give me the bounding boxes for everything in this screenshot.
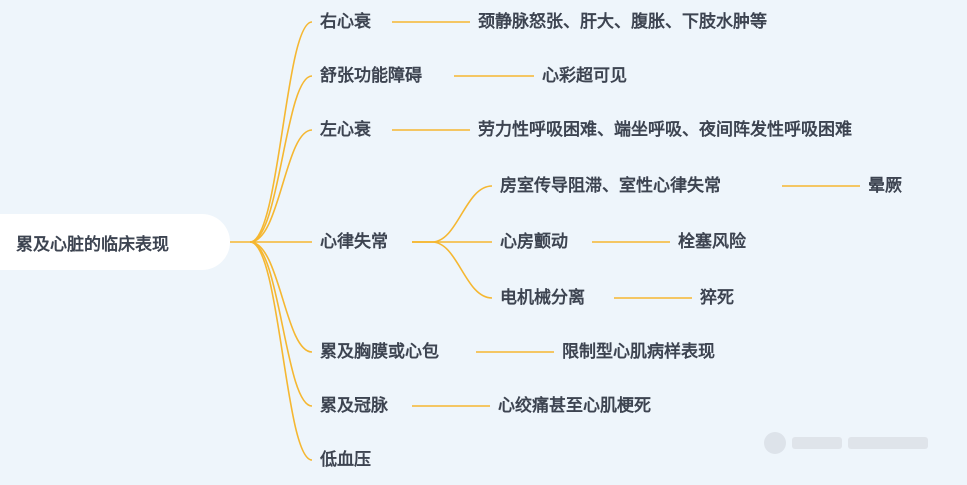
root-label: 累及心脏的临床表现 <box>16 234 169 255</box>
node-hypotension[interactable]: 低血压 <box>320 450 371 470</box>
node-left-heart-symptoms[interactable]: 劳力性呼吸困难、端坐呼吸、夜间阵发性呼吸困难 <box>478 120 852 140</box>
connector-root-left-heart <box>249 129 313 243</box>
connector-root-pleura <box>249 241 313 353</box>
watermark-text-bar <box>792 437 842 449</box>
node-syncope[interactable]: 晕厥 <box>868 176 902 196</box>
node-pleura-pericardium[interactable]: 累及胸膜或心包 <box>320 342 439 362</box>
node-av-block-ventricular[interactable]: 房室传导阻滞、室性心律失常 <box>500 176 721 196</box>
watermark <box>764 430 938 456</box>
watermark-logo-icon <box>764 432 786 454</box>
connector-root-coronary <box>249 241 313 407</box>
node-echo-visible[interactable]: 心彩超可见 <box>542 66 627 86</box>
watermark-text-bar <box>848 437 928 449</box>
node-right-heart-symptoms[interactable]: 颈静脉怒张、肝大、腹胀、下肢水肿等 <box>478 12 767 32</box>
root-node[interactable]: 累及心脏的临床表现 <box>0 214 230 270</box>
node-right-heart-failure[interactable]: 右心衰 <box>320 12 371 32</box>
connector-root-diastolic <box>249 75 313 243</box>
node-left-heart-failure[interactable]: 左心衰 <box>320 120 371 140</box>
connector-root-hypotension <box>249 241 313 461</box>
node-coronary[interactable]: 累及冠脉 <box>320 396 388 416</box>
node-sudden-death[interactable]: 猝死 <box>700 288 734 308</box>
node-atrial-fibrillation[interactable]: 心房颤动 <box>500 232 568 252</box>
node-restrictive-cardiomyopathy[interactable]: 限制型心肌病样表现 <box>562 342 715 362</box>
node-electromechanical-dissociation[interactable]: 电机械分离 <box>500 288 585 308</box>
node-arrhythmia[interactable]: 心律失常 <box>320 232 388 252</box>
node-diastolic-dysfunction[interactable]: 舒张功能障碍 <box>320 66 422 86</box>
node-embolism-risk[interactable]: 栓塞风险 <box>678 232 746 252</box>
node-angina-mi[interactable]: 心绞痛甚至心肌梗死 <box>498 396 651 416</box>
connector-root-right-heart <box>249 21 313 243</box>
connector-arrhythmia-emd <box>412 241 493 299</box>
connector-arrhythmia-av-block <box>412 185 493 243</box>
